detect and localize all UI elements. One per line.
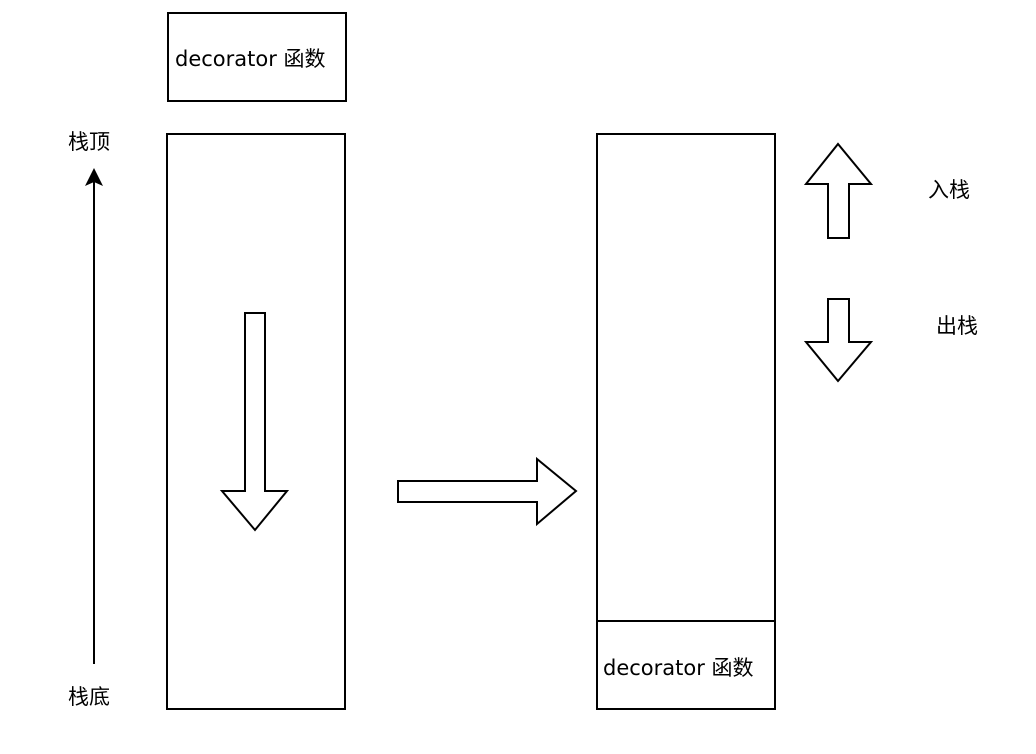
push-arrow-up-icon bbox=[803, 142, 874, 239]
stack-bottom-label: 栈底 bbox=[68, 685, 110, 709]
push-direction-arrow-down bbox=[219, 312, 290, 532]
decorator-function-label-top: decorator 函数 bbox=[175, 47, 326, 71]
push-label: 入栈 bbox=[928, 178, 970, 202]
pop-arrow-down-icon bbox=[803, 298, 874, 383]
transition-arrow-right bbox=[397, 456, 578, 527]
decorator-function-label-bottom: decorator 函数 bbox=[603, 656, 754, 680]
pop-label: 出栈 bbox=[936, 314, 978, 338]
decorator-function-box-top bbox=[167, 12, 347, 102]
right-stack-column bbox=[596, 133, 776, 710]
stack-axis-arrowhead bbox=[85, 168, 103, 186]
stack-top-label: 栈顶 bbox=[68, 130, 110, 154]
